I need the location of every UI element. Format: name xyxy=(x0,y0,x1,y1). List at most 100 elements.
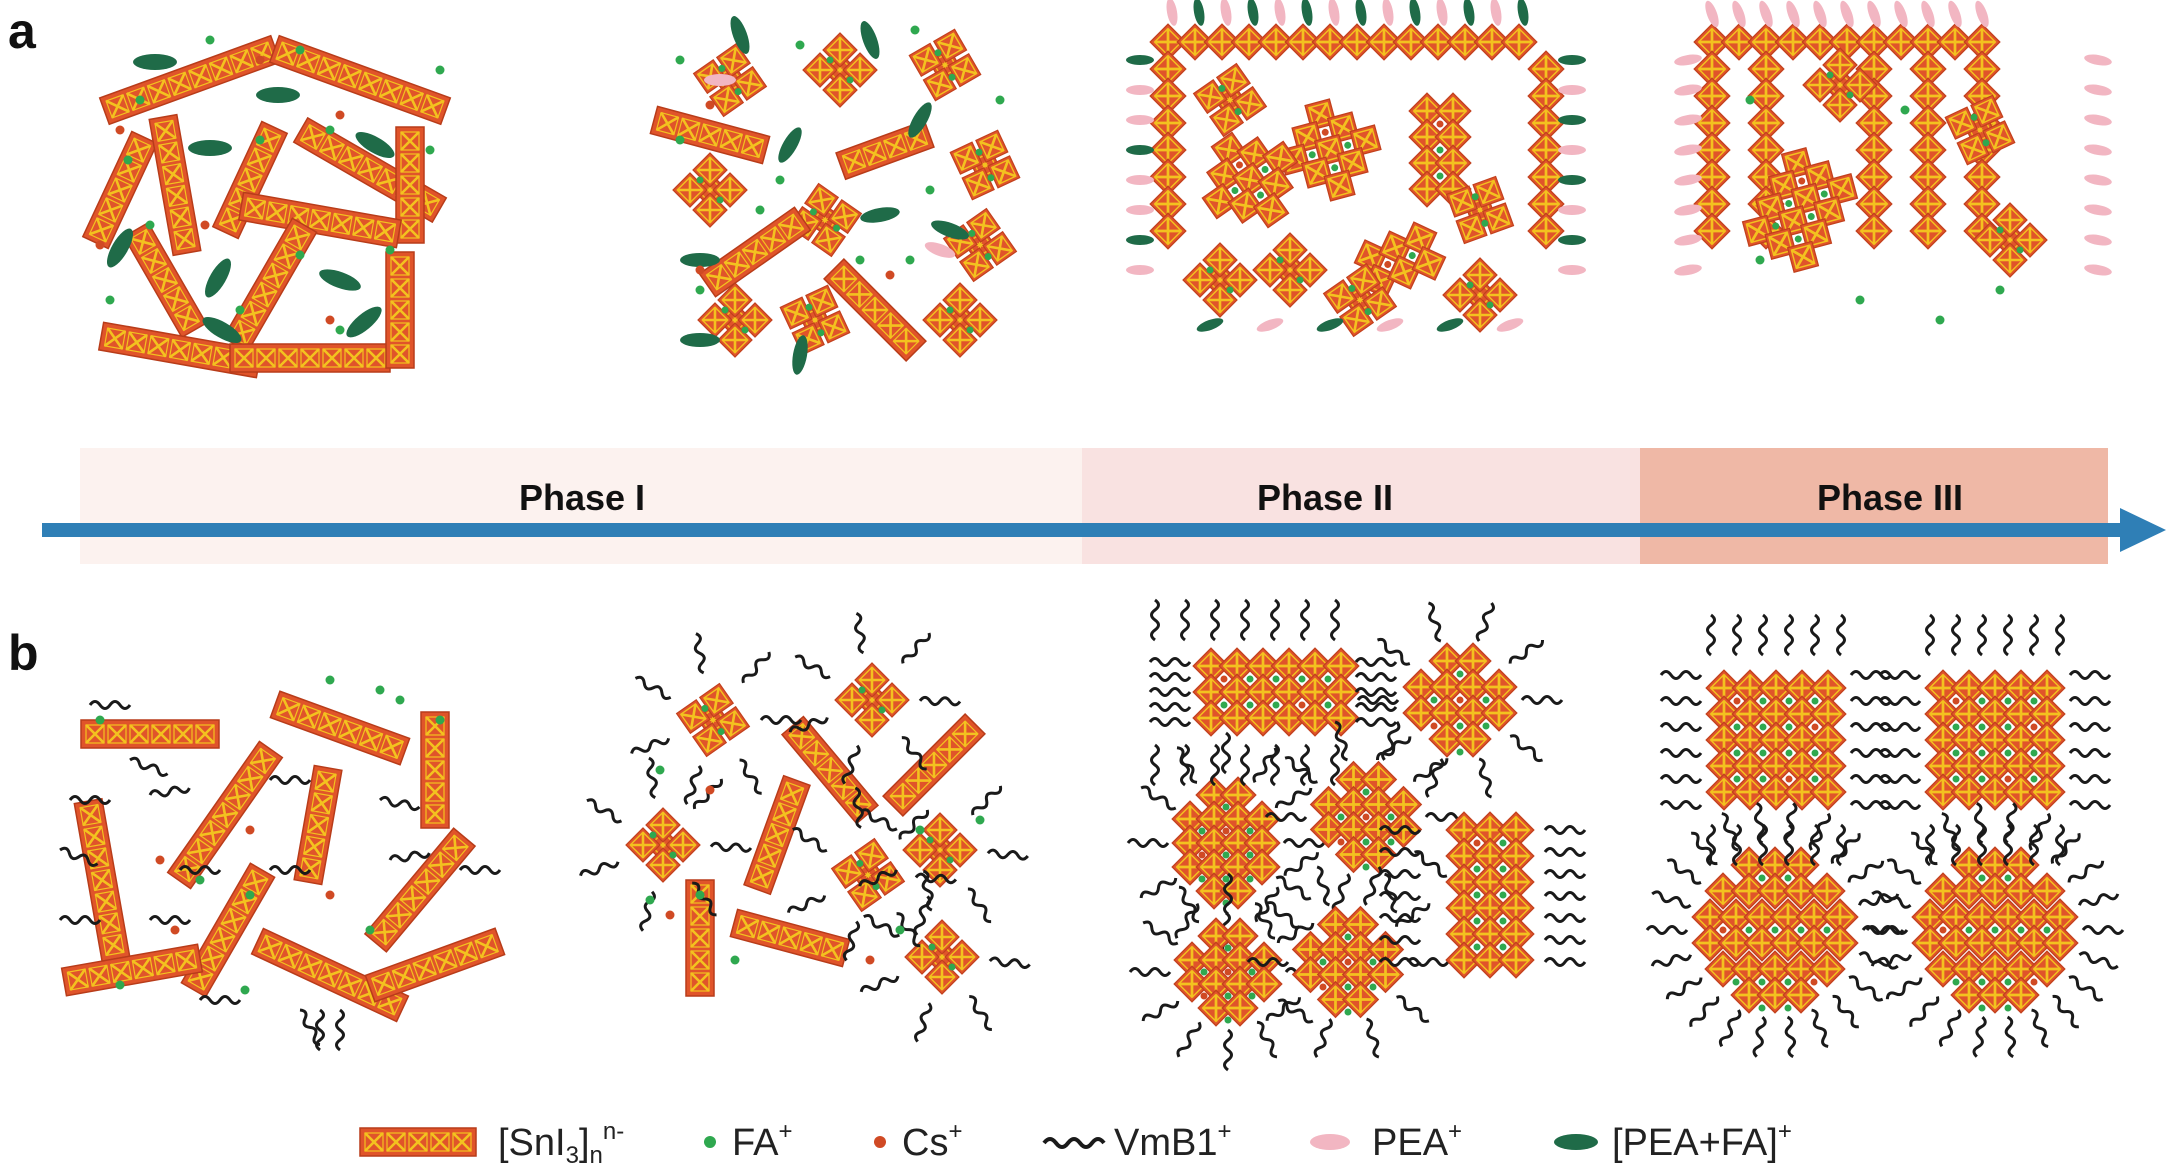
chain-body xyxy=(269,690,411,766)
chain-cross xyxy=(129,724,149,744)
vmb1-ligand xyxy=(1659,670,1703,680)
pea-cation xyxy=(924,242,956,258)
chain-cell xyxy=(390,300,410,320)
ion-dot xyxy=(95,240,105,250)
chain-cross xyxy=(88,964,111,987)
a-site-dot xyxy=(1344,141,1352,149)
chain-cell xyxy=(352,216,375,239)
fa-dot xyxy=(928,943,936,951)
cation xyxy=(1376,318,1404,332)
chain-cell xyxy=(400,219,420,239)
chain-cell xyxy=(690,972,710,992)
a-site-dot xyxy=(1324,701,1332,709)
a-site-dot xyxy=(1798,177,1806,185)
ion-dot xyxy=(105,295,115,305)
chain-cell xyxy=(126,86,151,112)
vmb1-ligand xyxy=(1849,774,1893,784)
chain-cross xyxy=(130,229,156,255)
chain-cross xyxy=(153,953,176,976)
vmb1-ligand xyxy=(1354,672,1398,682)
ion-dot xyxy=(135,95,145,105)
chain-cross xyxy=(300,124,326,150)
chain-cell xyxy=(242,869,269,896)
vmb1-ligand xyxy=(58,915,102,925)
vmb1-ligand xyxy=(1909,996,1940,1028)
vmb1-ligand xyxy=(914,1002,933,1043)
vmb1-ligand xyxy=(759,715,803,725)
chain-cell xyxy=(250,41,275,66)
chain-cell xyxy=(195,724,215,744)
cation xyxy=(1558,55,1586,65)
sni3-chain xyxy=(80,719,220,749)
a-site-dot xyxy=(1200,992,1208,1000)
octahedra-cluster xyxy=(675,682,751,758)
chain-cross xyxy=(735,914,760,939)
a-site-dot xyxy=(1482,722,1490,730)
chain-cross xyxy=(173,227,196,251)
octahedra-cluster xyxy=(948,128,1022,202)
chain-cell xyxy=(110,960,133,984)
chain-cross xyxy=(373,220,397,243)
vmb1-ligand xyxy=(901,736,927,771)
vmb1-ligand xyxy=(1832,994,1859,1029)
ion-dot xyxy=(205,35,215,45)
chain-cell xyxy=(655,111,680,136)
chain-cell xyxy=(175,949,198,972)
chain-cell xyxy=(690,950,710,970)
vmb1-ligand xyxy=(268,775,312,785)
chain-cross xyxy=(425,738,445,758)
chain-cell xyxy=(889,782,917,810)
vmb1-ligand xyxy=(792,827,828,853)
ion-dot xyxy=(435,65,445,75)
a-site-dot xyxy=(1758,978,1766,986)
chain-cell xyxy=(85,724,105,744)
fa-dot xyxy=(1206,266,1214,274)
a-site-dot xyxy=(1362,813,1370,821)
vmb1-ligand xyxy=(2052,994,2079,1029)
fa-dot xyxy=(1466,281,1474,289)
a-site-dot xyxy=(1369,983,1377,991)
cation xyxy=(1409,0,1421,26)
chain-cell xyxy=(779,781,805,806)
a-site-dot xyxy=(1261,165,1269,173)
chain-cross xyxy=(390,300,410,320)
vmb1-ligand xyxy=(268,865,312,875)
a-site-dot xyxy=(1436,120,1444,128)
chain-cell xyxy=(256,348,276,368)
chain-cross xyxy=(151,724,171,744)
ion-dot xyxy=(395,695,405,705)
a-site-dot xyxy=(1220,701,1228,709)
ion-dot xyxy=(705,785,715,795)
chain-cross xyxy=(83,825,106,848)
panel-label-a: a xyxy=(8,3,36,59)
a-site-dot xyxy=(2017,926,2025,934)
fa-dot xyxy=(1486,301,1494,309)
vmb1-ligand xyxy=(1266,901,1300,929)
chain-cross xyxy=(284,224,311,250)
chain-cell xyxy=(236,765,264,793)
a-site-dot xyxy=(1319,958,1327,966)
fa-dot xyxy=(701,704,709,712)
vmb1-ligand xyxy=(2068,696,2112,706)
vmb1-ligand xyxy=(1478,757,1493,799)
octahedra-grid xyxy=(1923,668,2067,812)
chain-cross xyxy=(250,748,276,774)
chain-cell xyxy=(131,956,154,980)
a-site-dot xyxy=(1257,191,1265,199)
vmb1-ligand xyxy=(794,654,831,680)
vmb1-ligand xyxy=(1254,902,1276,940)
chain-cross xyxy=(242,869,269,895)
chain-cross xyxy=(314,770,337,793)
vmb1-ligand xyxy=(859,975,900,993)
vmb1-ligand xyxy=(1645,925,1689,935)
vmb1-ligand xyxy=(1180,598,1190,642)
octahedra-cluster xyxy=(778,283,852,357)
chain-cell xyxy=(275,41,300,66)
chain-cross xyxy=(893,328,919,354)
chain-cross xyxy=(154,119,177,143)
chain-cell xyxy=(904,766,933,795)
chain-cell xyxy=(690,884,710,904)
ion-dot xyxy=(895,925,905,935)
chain-cell xyxy=(399,884,427,912)
chain-cross xyxy=(224,784,251,810)
